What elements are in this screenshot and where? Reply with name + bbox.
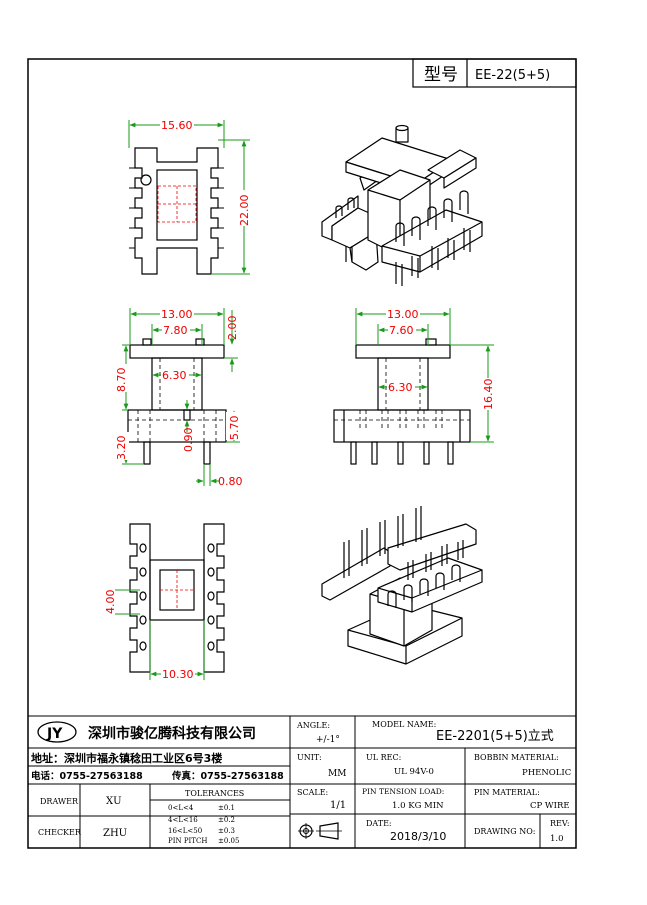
sheet-border — [27, 58, 577, 849]
company-name: 深圳市骏亿腾科技有限公司 — [88, 725, 256, 742]
dim-front-width: 13.00 — [161, 308, 193, 321]
bobbin-material-value: PHENOLIC — [522, 768, 571, 778]
unit-value: MM — [328, 769, 346, 779]
type-label: 型号 — [424, 65, 458, 85]
dim-front-core: 6.30 — [162, 369, 187, 382]
tol-value-3: ±0.05 — [218, 837, 239, 845]
tol-range-0: 0<L<4 — [168, 804, 194, 812]
company-address: 地址：深圳市福永镇稔田工业区6号3楼 — [31, 751, 222, 765]
dim-top-height: 22.00 — [238, 195, 251, 227]
projection-symbol-icon — [298, 822, 342, 840]
tol-range-3: PIN PITCH — [168, 837, 207, 845]
pin-material-label: PIN MATERIAL: — [474, 788, 540, 797]
pin-tension-value: 1.0 KG MIN — [392, 801, 444, 811]
isometric-top-view — [321, 124, 483, 286]
dim-top-width: 15.60 — [161, 119, 193, 132]
tol-range-2: 16<L<50 — [168, 827, 202, 835]
dim-front-gap: 0.90 — [182, 428, 195, 453]
angle-label: ANGLE: — [296, 721, 330, 730]
bottom-view: 4.00 10.30 — [103, 523, 225, 681]
ul-rec-label: UL REC: — [366, 753, 401, 762]
dim-front-upper: 8.70 — [115, 368, 128, 393]
tol-value-2: ±0.3 — [218, 827, 235, 835]
tolerances-label: TOLERANCES — [185, 789, 244, 798]
scale-label: SCALE: — [297, 788, 328, 797]
dim-front-base: 5.70 — [228, 416, 241, 441]
company-logo — [37, 721, 77, 743]
bobbin-material-label: BOBBIN MATERIAL: — [474, 753, 559, 762]
drawing-no-label: DRAWING NO: — [474, 827, 535, 836]
dim-pin-dia: 0.80 — [218, 475, 243, 488]
dim-side-height: 16.40 — [482, 379, 495, 411]
tol-value-1: ±0.2 — [218, 816, 235, 824]
pin-tension-label: PIN TENSION LOAD: — [362, 787, 444, 796]
rev-value: 1.0 — [550, 834, 564, 844]
pin-material-value: CP WIRE — [530, 801, 570, 811]
scale-value: 1/1 — [330, 800, 346, 811]
model-header: 型号 EE-22(5+5) — [412, 58, 577, 88]
side-view: 13.00 7.60 6.30 16.40 — [333, 307, 495, 465]
dim-side-core: 6.30 — [388, 381, 413, 394]
unit-label: UNIT: — [297, 753, 322, 762]
model-code: EE-22(5+5) — [475, 68, 550, 83]
dim-bottom-pitch: 4.00 — [104, 590, 117, 615]
company-fax: 传真：0755-27563188 — [171, 770, 284, 782]
tol-range-1: 4<L<16 — [168, 816, 198, 824]
isometric-bottom-view — [321, 506, 483, 665]
model-name-label: MODEL NAME: — [372, 720, 436, 729]
model-name-value: EE-2201(5+5)立式 — [436, 729, 554, 744]
checker-label: CHECKER — [38, 828, 82, 837]
company-phone: 电话：0755-27563188 — [31, 770, 143, 782]
angle-value: +/-1° — [316, 735, 340, 745]
front-view: 13.00 7.80 2.00 6.30 8.70 3.20 0.90 5.70… — [115, 307, 243, 488]
date-value: 2018/3/10 — [390, 830, 446, 843]
rev-label: REV: — [550, 819, 570, 828]
ul-rec-value: UL 94V-0 — [394, 767, 434, 777]
dim-side-inner: 7.60 — [389, 324, 414, 337]
dim-front-flange: 2.00 — [226, 316, 239, 341]
checker-value: ZHU — [103, 828, 127, 839]
drawer-value: XU — [106, 796, 122, 807]
dim-front-pin: 3.20 — [115, 436, 128, 461]
tol-value-0: ±0.1 — [218, 804, 235, 812]
date-label: DATE: — [366, 819, 392, 828]
dim-bottom-width: 10.30 — [162, 668, 194, 681]
title-block: JY 深圳市骏亿腾科技有限公司 地址：深圳市福永镇稔田工业区6号3楼 电话：07… — [28, 715, 576, 848]
top-view: 15.60 22.00 — [128, 118, 251, 275]
logo-text: JY — [46, 726, 63, 742]
dim-front-inner: 7.80 — [163, 324, 188, 337]
dim-side-width: 13.00 — [387, 308, 419, 321]
drawer-label: DRAWER — [40, 797, 79, 806]
